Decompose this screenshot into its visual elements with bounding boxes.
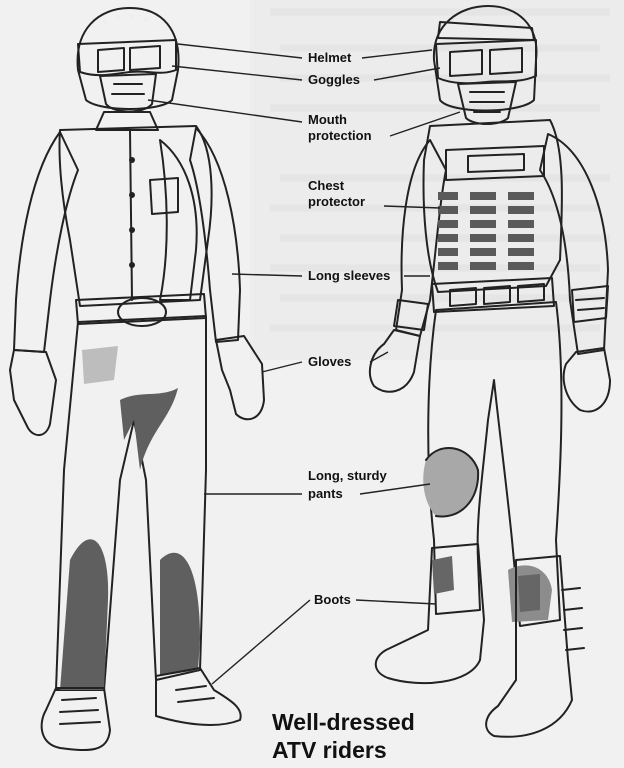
left-goggles bbox=[78, 40, 176, 75]
label-chest-protector-line1: Chest bbox=[308, 178, 345, 193]
label-mouth-protection-line2: protection bbox=[308, 128, 372, 143]
left-shirt bbox=[59, 126, 211, 306]
label-pants-line1: Long, sturdy bbox=[308, 468, 387, 483]
label-pants-line2: pants bbox=[308, 486, 343, 501]
left-boot-a bbox=[42, 688, 110, 750]
label-helmet: Helmet bbox=[308, 50, 352, 65]
label-chest-protector-line2: protector bbox=[308, 194, 365, 209]
label-boots: Boots bbox=[314, 592, 351, 607]
label-mouth-protection-line1: Mouth bbox=[308, 112, 347, 127]
right-boot-a bbox=[376, 544, 484, 683]
caption-line1: Well-dressed bbox=[272, 709, 415, 735]
casual-rider-figure bbox=[10, 8, 264, 750]
label-goggles: Goggles bbox=[308, 72, 360, 87]
caption-line2: ATV riders bbox=[272, 737, 387, 763]
left-glove-a bbox=[10, 350, 56, 435]
caption: Well-dressed ATV riders bbox=[272, 709, 415, 763]
label-gloves: Gloves bbox=[308, 354, 351, 369]
label-long-sleeves: Long sleeves bbox=[308, 268, 390, 283]
